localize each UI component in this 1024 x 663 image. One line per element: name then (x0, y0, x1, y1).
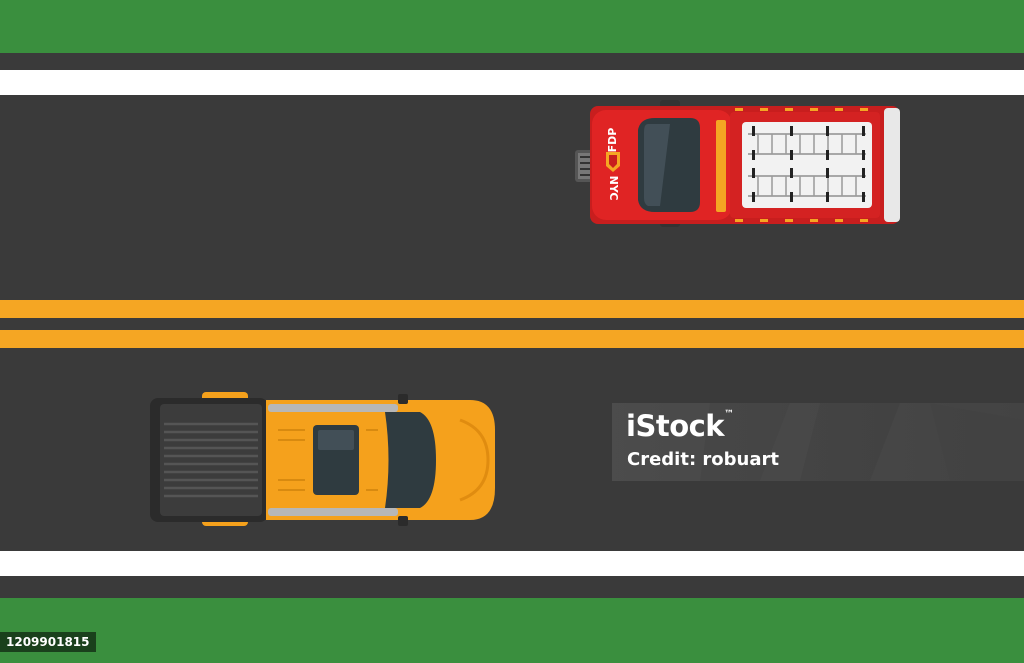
pickup-truck (150, 392, 495, 526)
watermark-brand: iStock (626, 409, 725, 443)
fire-truck-label-right: NYC (607, 176, 620, 201)
grass-top (0, 0, 1024, 53)
watermark-trademark: ™ (724, 409, 734, 420)
watermark: iStock™ Credit: robuart (612, 403, 1024, 481)
center-line-upper (0, 300, 1024, 318)
watermark-credit: Credit: robuart (627, 449, 779, 470)
grass-bottom (0, 598, 1024, 663)
stock-id: 1209901815 (0, 632, 96, 652)
edge-line-top (0, 70, 1024, 95)
fire-truck-label-left: FDP (606, 128, 619, 153)
fire-truck: FDP NYC (575, 100, 900, 227)
edge-line-bottom (0, 551, 1024, 576)
center-line-lower (0, 330, 1024, 348)
